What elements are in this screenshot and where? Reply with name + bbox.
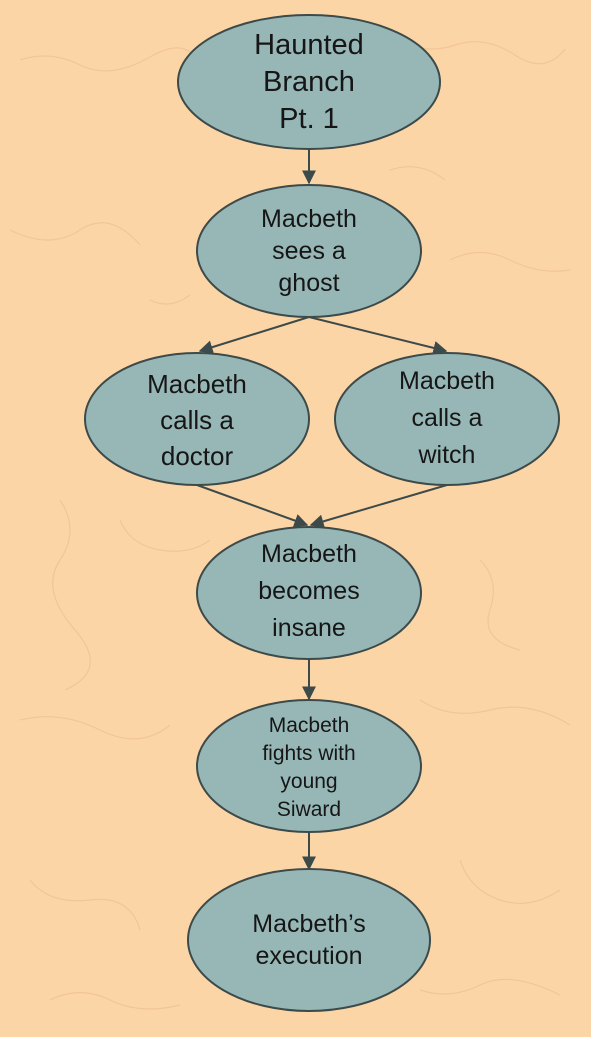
node-becomes-insane (196, 526, 422, 660)
label-calls-doctor: Macbeth calls a doctor (147, 369, 247, 471)
edge-ghost-to-doctor (198, 316, 310, 354)
label-execution: Macbeth’s execution (252, 910, 366, 970)
node-sees-ghost (196, 184, 422, 318)
node-haunted-branch (177, 14, 441, 150)
label-sees-ghost: Macbeth sees a ghost (261, 205, 357, 297)
node-execution (187, 868, 431, 1012)
label-calls-witch: Macbeth calls a witch (399, 366, 495, 469)
node-calls-witch (334, 352, 560, 486)
label-becomes-insane: Macbeth becomes insane (258, 539, 360, 642)
node-fights-siward (196, 699, 422, 833)
node-calls-doctor (84, 352, 310, 486)
edge-witch-to-insane (309, 484, 448, 529)
edge-ghost-to-witch (308, 316, 448, 355)
label-haunted-branch: Haunted Branch Pt. 1 (254, 28, 364, 135)
edge-doctor-to-insane (196, 484, 309, 528)
label-fights-siward: Macbeth fights with young Siward (262, 713, 356, 821)
